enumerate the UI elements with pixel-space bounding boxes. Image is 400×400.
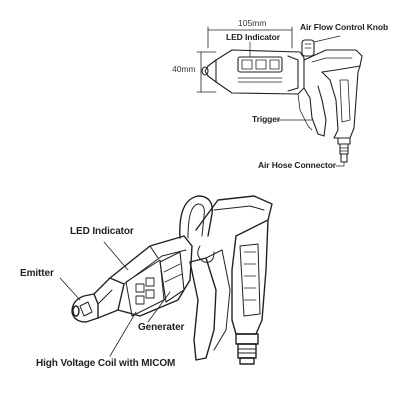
air-hose-connector-label: Air Hose Connector xyxy=(258,160,337,170)
emitter-label: Emitter xyxy=(20,268,54,279)
trigger-label: Trigger xyxy=(252,114,281,124)
top-led-indicator-label: LED Indicator xyxy=(226,32,280,42)
bottom-led-indicator-label: LED Indicator xyxy=(70,226,134,237)
top-gun-drawing xyxy=(196,26,363,167)
bottom-gun-drawing xyxy=(59,195,273,365)
height-dimension: 40mm xyxy=(172,64,196,74)
air-flow-control-knob-label: Air Flow Control Knob xyxy=(300,22,389,32)
width-dimension: 105mm xyxy=(238,18,267,28)
hv-coil-label: High Voltage Coil with MICOM xyxy=(36,358,176,369)
generator-label: Generater xyxy=(138,322,185,333)
